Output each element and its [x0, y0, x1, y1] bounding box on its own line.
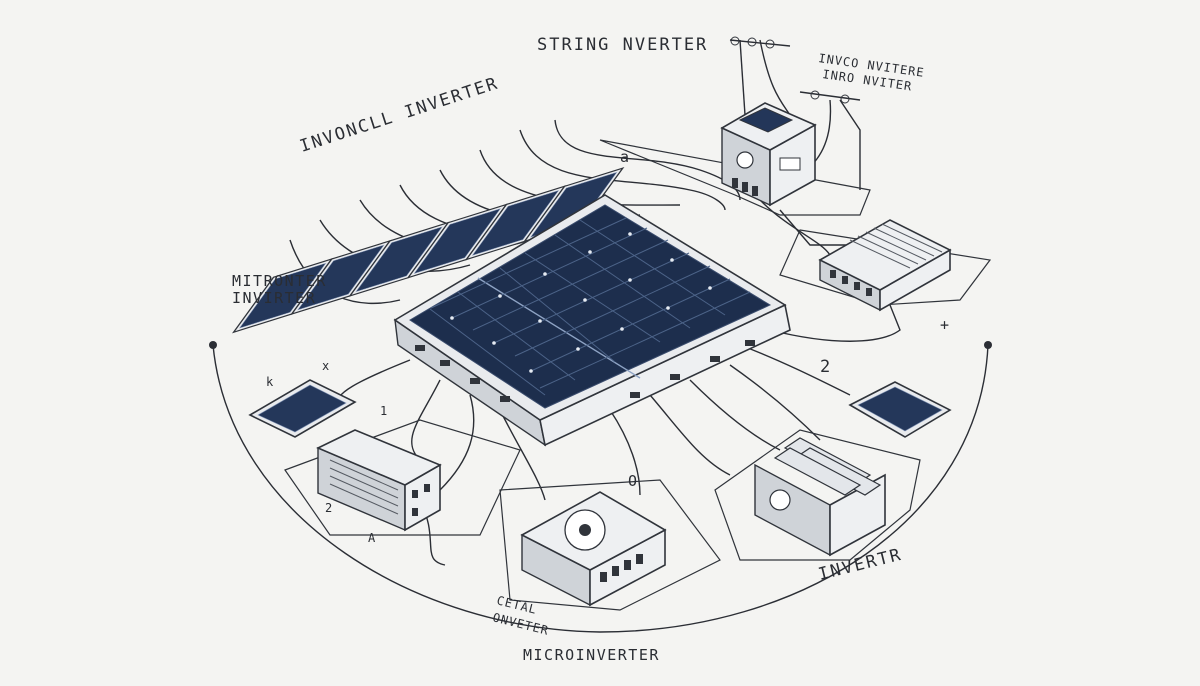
central-inverter-device: [520, 491, 667, 607]
marker-lambda: A: [368, 531, 376, 545]
right-small-panel: [848, 381, 952, 438]
label-central-line2: ONVETER: [491, 610, 550, 638]
marker-zero: O: [628, 472, 639, 490]
mounting-hardware: [729, 36, 861, 104]
label-string-inverter: STRING NVERTER: [537, 35, 708, 55]
marker-a: a: [620, 148, 631, 166]
arc-end-left: [209, 341, 217, 349]
boundary-arc: [212, 344, 989, 633]
main-solar-panel: [393, 194, 791, 447]
label-microinverter: MICROINVERTER: [523, 646, 660, 664]
arc-end-right: [984, 341, 992, 349]
inverter-stack-device: [754, 437, 886, 557]
marker-plus: +: [940, 316, 951, 334]
right-inverter-device: [818, 219, 952, 312]
marker-one: 1: [380, 404, 388, 418]
ground-plates: [284, 139, 992, 611]
marker-two-left: 2: [325, 501, 333, 515]
marker-two-right: 2: [820, 357, 832, 377]
left-small-panel: [248, 379, 357, 438]
label-multi-inverter: INVONCLL INVERTER: [297, 73, 501, 156]
string-inverter-device: [720, 102, 817, 207]
left-inverter-device: [316, 429, 442, 532]
marker-x: x: [322, 359, 330, 373]
label-micro-line2: INVIRTER: [232, 289, 316, 307]
panel-strip: [231, 167, 625, 334]
marker-k: k: [266, 375, 274, 389]
label-micro-line1: MITRONTER: [232, 272, 327, 290]
